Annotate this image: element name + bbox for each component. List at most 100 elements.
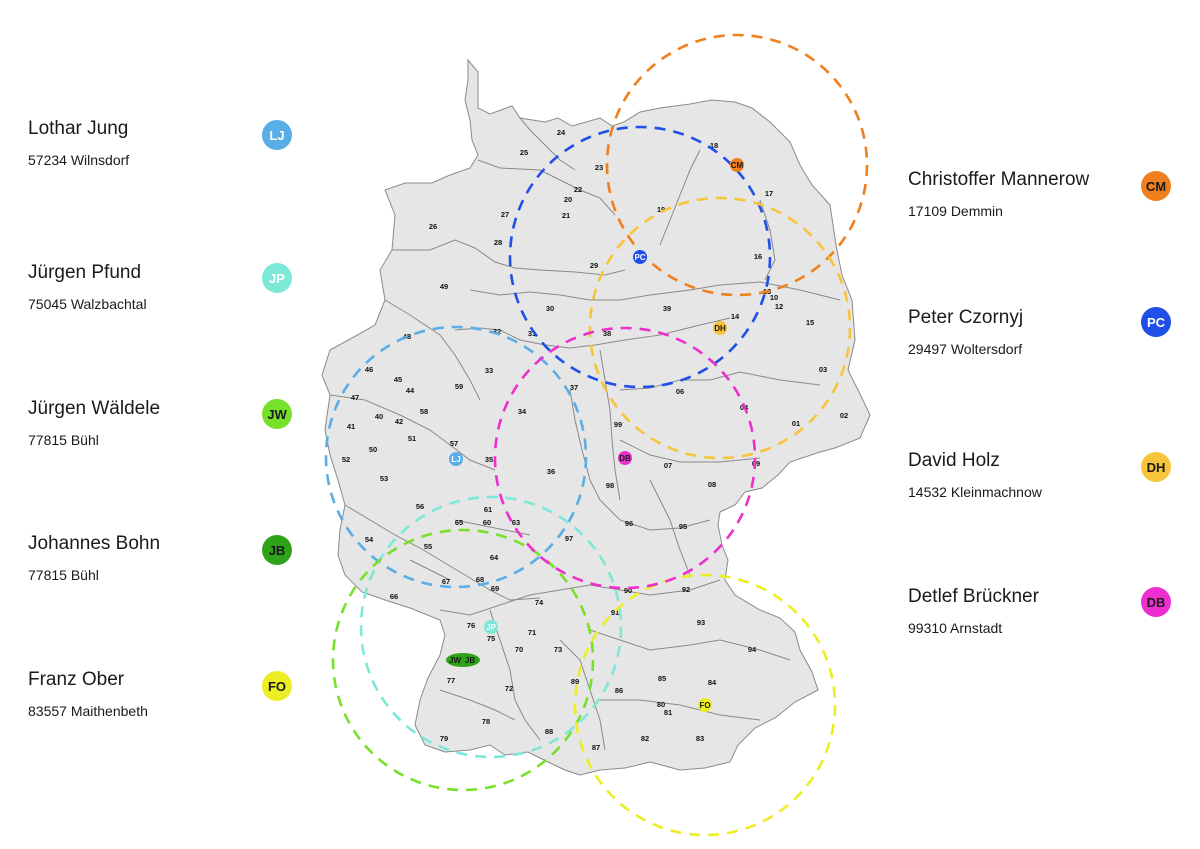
postal-label-12: 12 [775, 302, 783, 311]
marker-lj[interactable] [449, 452, 463, 466]
marker-label-lj: LJ [451, 455, 460, 464]
marker-jp[interactable] [484, 620, 498, 634]
person-pc: Peter Czornyj 29497 Woltersdorf [908, 307, 1168, 357]
postal-label-53: 53 [380, 474, 388, 483]
postal-label-76: 76 [467, 621, 475, 630]
postal-label-16: 16 [754, 252, 762, 261]
postal-label-65: 65 [455, 518, 463, 527]
person-badge-jb: JB [262, 535, 292, 565]
postal-label-33: 33 [485, 366, 493, 375]
germany-outline [321, 58, 871, 776]
person-badge-pc: PC [1141, 307, 1171, 337]
postal-label-27: 27 [501, 210, 509, 219]
postal-label-61: 61 [484, 505, 492, 514]
person-name: Jürgen Wäldele [28, 398, 161, 419]
person-cm: Christoffer Mannerow 17109 Demmin [908, 169, 1168, 219]
postal-label-59: 59 [455, 382, 463, 391]
postal-label-55: 55 [424, 542, 432, 551]
postal-label-23: 23 [595, 163, 603, 172]
person-name: Franz Ober [28, 669, 125, 690]
person-db: Detlef Brückner 99310 Arnstadt [908, 586, 1168, 636]
postal-label-18: 18 [710, 141, 718, 150]
postal-label-78: 78 [482, 717, 490, 726]
postal-label-64: 64 [490, 553, 499, 562]
person-badge-dh: DH [1141, 452, 1171, 482]
marker-dh[interactable] [713, 321, 727, 335]
postal-label-50: 50 [369, 445, 377, 454]
postal-label-14: 14 [731, 312, 740, 321]
postal-label-89: 89 [571, 677, 579, 686]
postal-label-24: 24 [557, 128, 566, 137]
postal-label-79: 79 [440, 734, 448, 743]
person-jp: Jürgen Pfund 75045 Walzbachtal [28, 262, 288, 312]
postal-label-91: 91 [611, 608, 619, 617]
person-badge-db: DB [1141, 587, 1171, 617]
postal-label-63: 63 [512, 518, 520, 527]
postal-label-72: 72 [505, 684, 513, 693]
person-name: Detlef Brückner [908, 586, 1039, 607]
postal-label-28: 28 [494, 238, 502, 247]
postal-label-95: 95 [679, 522, 687, 531]
postal-label-22: 22 [574, 185, 582, 194]
person-badge-lj: LJ [262, 120, 292, 150]
postal-label-88: 88 [545, 727, 553, 736]
postal-label-07: 07 [664, 461, 672, 470]
postal-label-01: 01 [792, 419, 800, 428]
postal-label-42: 42 [395, 417, 403, 426]
postal-label-02: 02 [840, 411, 848, 420]
postal-label-60: 60 [483, 518, 491, 527]
marker-pc[interactable] [633, 250, 647, 264]
postal-label-97: 97 [565, 534, 573, 543]
marker-label-jp: JP [486, 623, 496, 632]
person-city: 77815 Bühl [28, 567, 99, 583]
coverage-circle-db [493, 326, 757, 590]
postal-label-15: 15 [806, 318, 814, 327]
marker-fo[interactable] [698, 698, 712, 712]
postal-label-52: 52 [342, 455, 350, 464]
person-city: 29497 Woltersdorf [908, 341, 1023, 357]
person-city: 75045 Walzbachtal [28, 296, 147, 312]
marker-label-db: DB [619, 454, 631, 463]
coverage-circle-dh [588, 196, 852, 460]
postal-label-74: 74 [535, 598, 544, 607]
person-name: Peter Czornyj [908, 307, 1024, 328]
person-city: 14532 Kleinmachnow [908, 484, 1042, 500]
person-name: Lothar Jung [28, 118, 129, 139]
marker-cm[interactable] [730, 158, 744, 172]
postal-label-99: 99 [614, 420, 622, 429]
postal-label-46: 46 [365, 365, 373, 374]
postal-label-41: 41 [347, 422, 355, 431]
person-city: 99310 Arnstadt [908, 620, 1003, 636]
person-city: 17109 Demmin [908, 203, 1003, 219]
marker-label-fo: FO [699, 701, 710, 710]
postal-label-77: 77 [447, 676, 455, 685]
person-badge-fo: FO [262, 671, 292, 701]
postal-label-34: 34 [518, 407, 527, 416]
person-city: 83557 Maithenbeth [28, 703, 148, 719]
marker-db[interactable] [618, 451, 632, 465]
person-fo: Franz Ober 83557 Maithenbeth [28, 669, 288, 719]
coverage-circle-jw [331, 528, 595, 792]
postal-label-48: 48 [403, 332, 411, 341]
postal-region-labels: 0102030406070809101213141516171819202122… [342, 128, 848, 752]
postal-label-45: 45 [394, 375, 402, 384]
postal-label-31: 31 [528, 329, 536, 338]
postal-label-75: 75 [487, 634, 495, 643]
postal-label-94: 94 [748, 645, 757, 654]
postal-label-68: 68 [476, 575, 484, 584]
person-name: Christoffer Mannerow [908, 169, 1090, 190]
postal-label-03: 03 [819, 365, 827, 374]
person-name: Jürgen Pfund [28, 262, 142, 283]
postal-label-81: 81 [664, 708, 672, 717]
marker-jw-jb[interactable] [446, 653, 480, 667]
postal-label-92: 92 [682, 585, 690, 594]
postal-label-73: 73 [554, 645, 562, 654]
postal-label-71: 71 [528, 628, 536, 637]
person-badge-jp: JP [262, 263, 292, 293]
postal-label-08: 08 [708, 480, 716, 489]
postal-label-19: 19 [657, 205, 665, 214]
